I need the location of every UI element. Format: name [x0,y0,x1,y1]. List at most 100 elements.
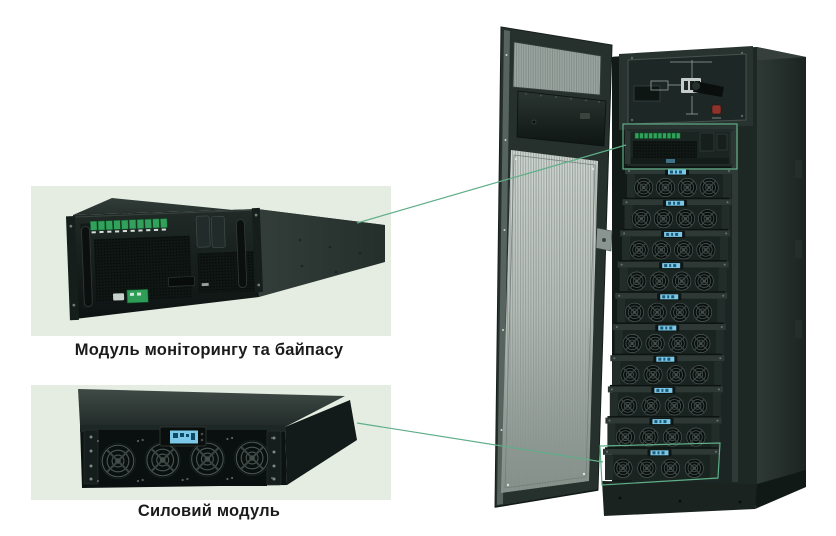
fan-grill-icon [665,364,687,386]
fan-grill-icon [626,270,648,292]
fan-grill-icon [660,457,682,479]
fan-grill-icon [644,332,666,354]
fan-grill-icon [667,332,689,354]
panel-latch [580,113,590,119]
fan-grill-icon [688,364,710,386]
power-module-caption: Силовий модуль [137,502,281,520]
terminal-strip [89,218,168,234]
fan-grill-icon [669,301,691,323]
fan-grill-icon [650,239,672,261]
fan-grill-icon [636,457,658,479]
side-screw-holes [298,238,362,274]
fan-grill-icon [673,239,695,261]
cooling-fans [96,436,274,483]
fan-grill-icon [617,395,639,417]
module-top-face [78,389,345,427]
fan-grill-icon [646,301,668,323]
rack-power-module [625,166,733,200]
mesh-screws [506,157,595,487]
door-lock [531,119,537,125]
callout-connectors [356,123,738,486]
fan-grill-icon [683,457,705,479]
label-sticker [113,293,125,301]
cabinet-side-face [757,47,806,505]
fan-grill-icon [231,436,274,480]
terminal-strip [634,132,681,139]
mimic-diagram-lines [650,60,712,115]
fan-grill-icon [698,177,720,199]
rack-front-door [494,26,613,508]
vent-grid [633,141,697,158]
rack-power-module [612,322,726,356]
fan-grill-icon [624,301,646,323]
rack-monitoring-bypass-module [625,126,737,166]
monitoring-module-caption: Модуль моніторингу та байпасу [74,341,344,359]
rack-power-module [605,416,722,449]
panel-screws [630,51,744,122]
fan-grill-icon [614,426,636,448]
rack-power-module [610,353,725,387]
panel-slot [633,85,661,102]
rack-power-module [603,447,720,480]
top-switch-panel [619,46,753,130]
fan-grill-icon [697,208,719,230]
rack-power-module [620,228,731,262]
module-top-face [73,198,385,225]
button-label [712,117,721,119]
front-right-column [738,50,757,505]
fan-grill-icon [685,426,707,448]
ups-rack-cabinet [494,26,806,516]
fan-grill-icon [633,177,655,199]
output-terminal [126,288,149,304]
door-bottom-edge [494,489,599,508]
ear-screws [89,435,93,481]
left-handle [81,226,93,307]
fan-grill-icon [690,332,712,354]
module-side-face [285,400,357,485]
ear-screws [272,436,276,481]
fan-grill-icon [96,439,140,483]
fan-grill-icon [695,239,717,261]
fan-grill-icon [628,239,650,261]
fan-grill-icon [186,437,229,481]
status-display [666,159,675,163]
power-slot-highlight [599,442,721,486]
fan-grill-icon [674,208,696,230]
fan-grill-icon [640,395,662,417]
side-vent [795,320,802,338]
rack-power-module [622,197,732,231]
rack-power-module-stack [603,166,733,480]
monitoring-slot-highlight [622,123,738,170]
fan-grill-icon [687,395,709,417]
door-access-panel [516,90,607,147]
fan-grill-icon [692,301,714,323]
fan-grill-icon [693,270,715,292]
connector-line-power [356,422,604,463]
connector-line-monitoring [356,144,627,224]
connector-slot [168,276,195,287]
fan-grill-icon [642,364,664,386]
slot-cover [195,215,211,248]
fan-grill-icon [661,426,683,448]
rack-power-module [615,291,728,324]
fan-grill-icon [663,395,685,417]
side-vent [795,160,802,178]
fan-grill-icon [654,177,676,199]
fan-grill-icon [671,270,693,292]
lcd-display [159,426,207,447]
hinge-screws [500,54,508,431]
rack-power-module [607,384,723,418]
rack-power-module [617,260,729,293]
power-module-illustration [78,389,357,488]
fan-grill-icon [612,457,634,479]
module-front-details [65,207,264,321]
slot-cover [210,216,226,249]
left-mounting-ear [83,429,99,485]
door-hinge-rail [497,30,510,505]
fan-grill-icon [630,208,652,230]
fan-grill-icon [621,332,643,354]
monitoring-module-illustration [65,198,385,321]
fan-grill-icon [619,364,641,386]
